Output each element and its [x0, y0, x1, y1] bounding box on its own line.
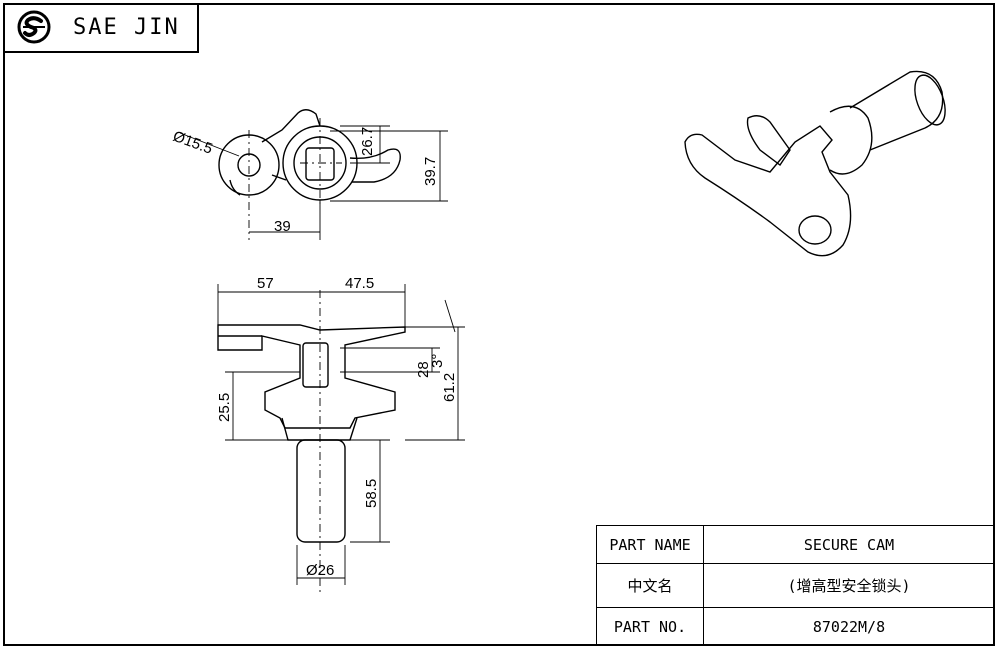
- chinese-name-value: (增高型安全锁头): [703, 563, 995, 608]
- iso-hole: [798, 215, 832, 245]
- part-no-label: PART NO.: [596, 607, 704, 646]
- dim-side-angle: 3°: [429, 354, 446, 368]
- part-name-label: PART NAME: [596, 525, 704, 564]
- dim-side-lower-height: 25.5: [216, 393, 233, 422]
- dim-side-left-width: 57: [257, 275, 274, 292]
- dim-side-flange-gap: 28: [415, 361, 432, 378]
- iso-hook: [746, 115, 791, 167]
- isometric-view: [684, 70, 946, 257]
- chinese-name-label: 中文名: [596, 563, 704, 608]
- iso-shaft: [849, 70, 944, 151]
- dim-side-right-width: 47.5: [345, 275, 374, 292]
- top-view: [218, 109, 401, 201]
- dim-top-offset: 39: [274, 218, 291, 235]
- side-view: [217, 324, 406, 543]
- dim-side-shaft-length: 58.5: [363, 479, 380, 508]
- title-block-row: PART NAME SECURE CAM: [596, 525, 995, 564]
- brand-block: SAE JIN: [3, 3, 199, 53]
- iso-shaft-end: [914, 74, 946, 126]
- drawing-frame: [3, 3, 995, 646]
- top-view-hook: [261, 109, 321, 143]
- part-no-value: 87022M/8: [703, 607, 995, 646]
- top-view-tail: [349, 148, 401, 183]
- side-view-cam-slot: [302, 342, 329, 388]
- dim-top-height-1: 26.7: [359, 127, 376, 156]
- side-view-body: [217, 324, 406, 429]
- side-view-shaft: [296, 439, 346, 543]
- side-view-collar: [281, 417, 358, 441]
- title-block-row: PART NO. 87022M/8: [596, 607, 995, 646]
- side-view-dimension-lines: [217, 284, 465, 595]
- dim-side-total-height: 61.2: [441, 373, 458, 402]
- brand-name: SAE JIN: [73, 14, 180, 40]
- title-block: PART NAME SECURE CAM 中文名 (增高型安全锁头) PART …: [596, 525, 995, 646]
- iso-collar: [829, 105, 873, 175]
- sae-jin-logo-icon: [17, 10, 51, 44]
- dim-top-hole-dia: Ø15.5: [171, 128, 215, 158]
- part-name-value: SECURE CAM: [703, 525, 995, 564]
- dim-side-shaft-dia: Ø26: [306, 562, 334, 579]
- top-view-dimension-lines: [179, 118, 448, 240]
- title-block-row: 中文名 (增高型安全锁头): [596, 563, 995, 608]
- iso-body: [684, 125, 852, 257]
- dim-top-height-2: 39.7: [422, 157, 439, 186]
